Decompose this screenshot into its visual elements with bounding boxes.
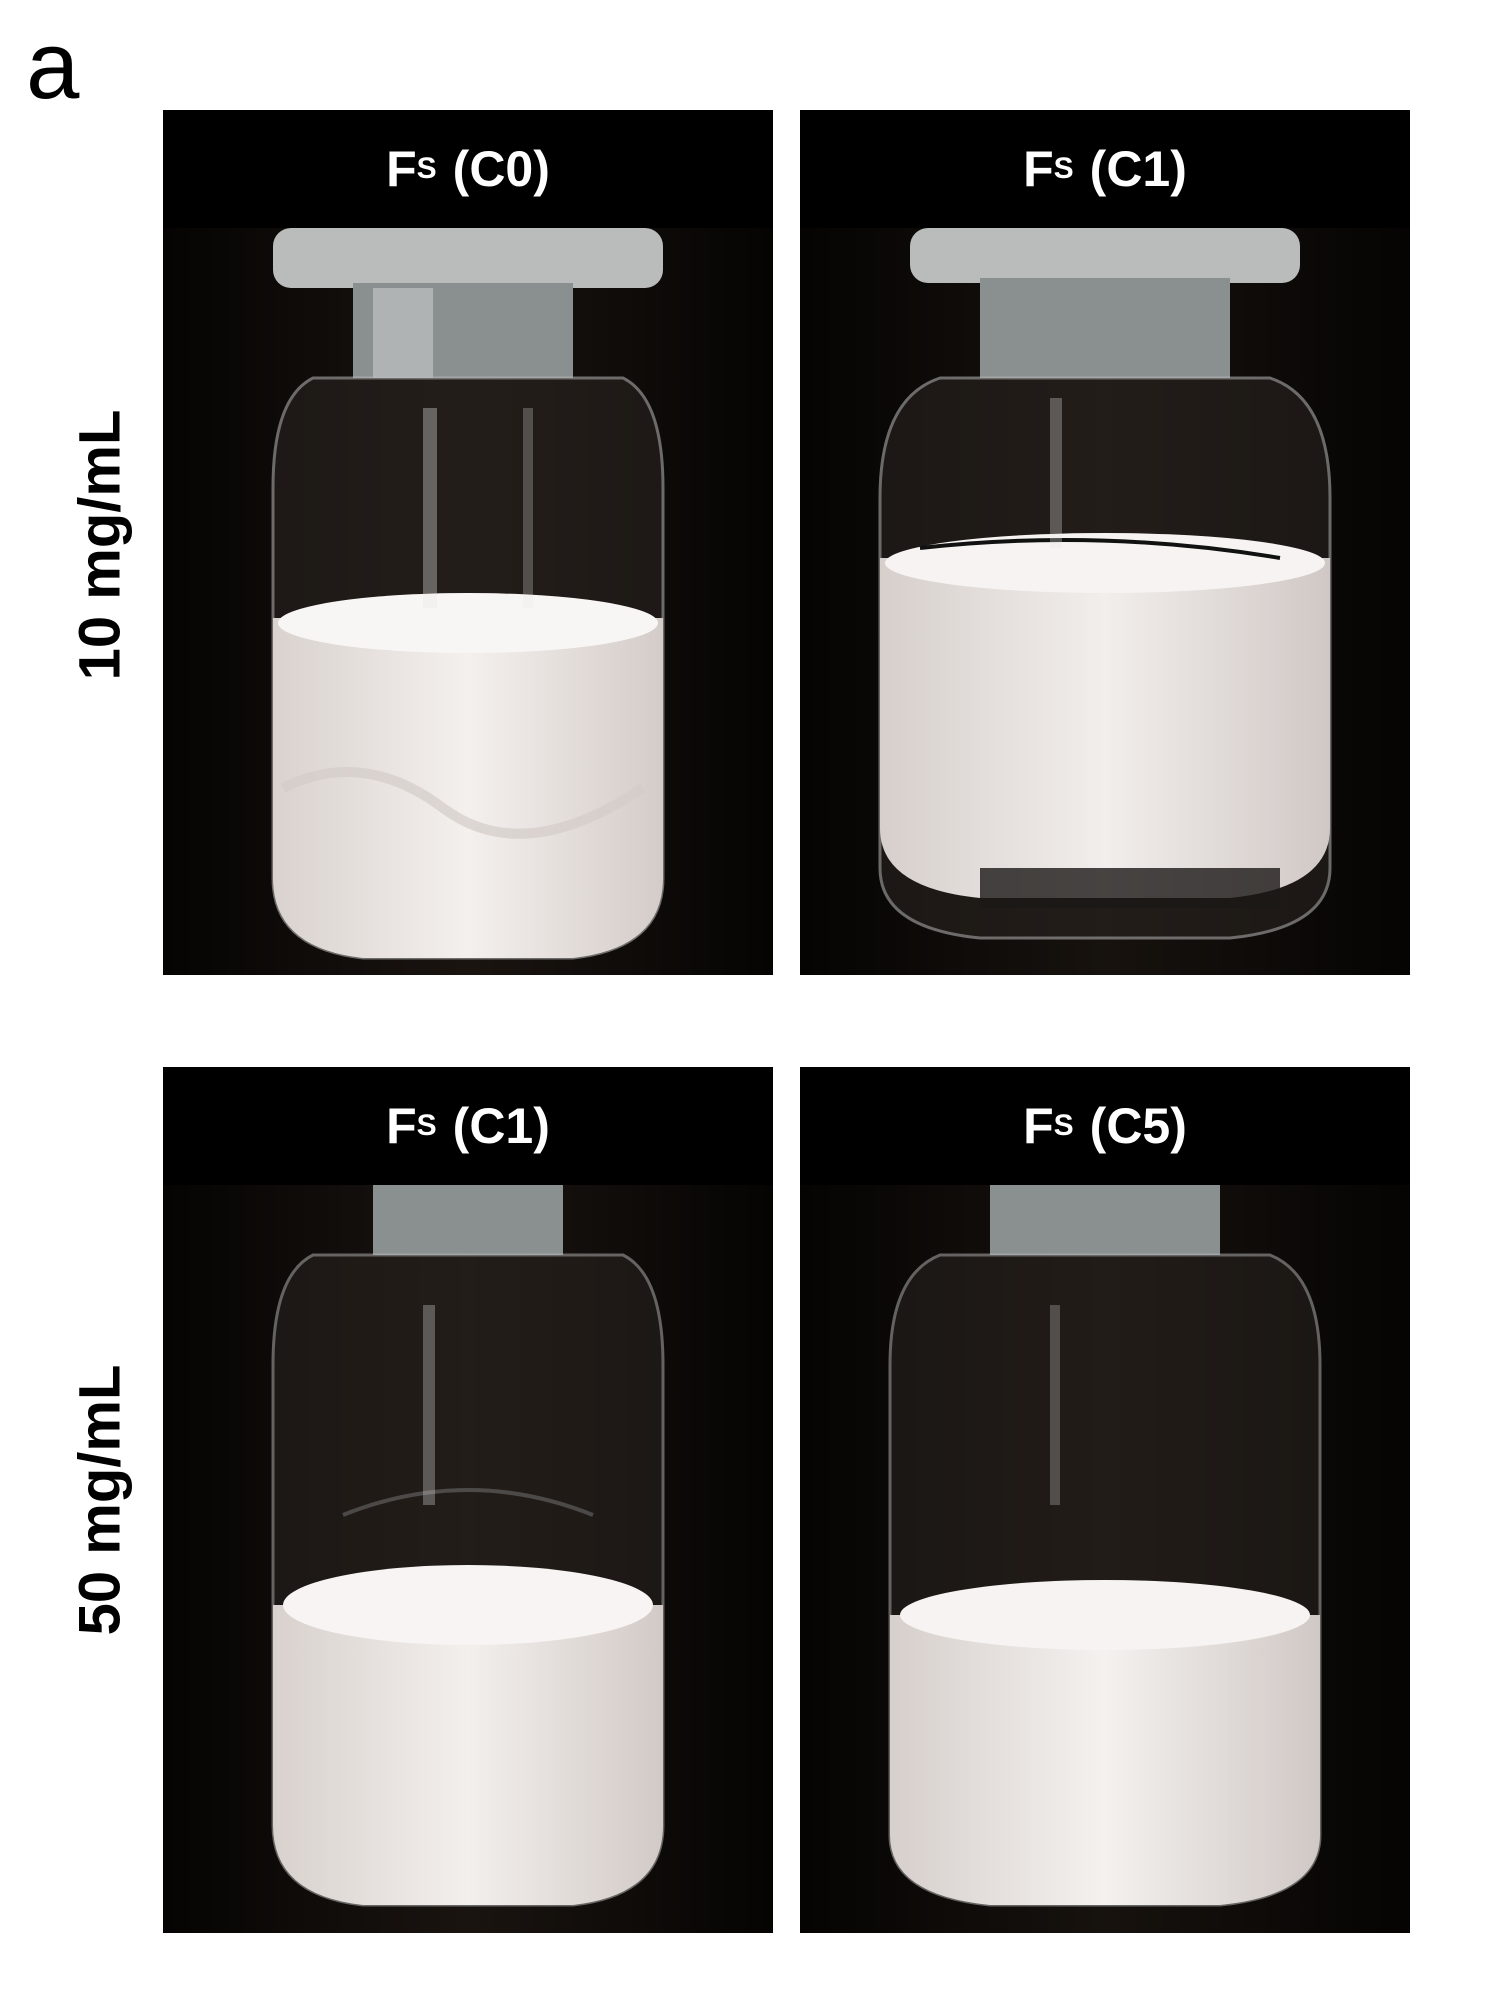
panel-letter: a <box>26 12 80 119</box>
vial-image <box>800 228 1410 975</box>
vial-image <box>163 228 773 975</box>
vial-image <box>163 1185 773 1933</box>
row-label-text: 50 mg/mL <box>67 1364 133 1636</box>
vial-image <box>800 1185 1410 1933</box>
row-label-text: 10 mg/mL <box>67 409 133 681</box>
